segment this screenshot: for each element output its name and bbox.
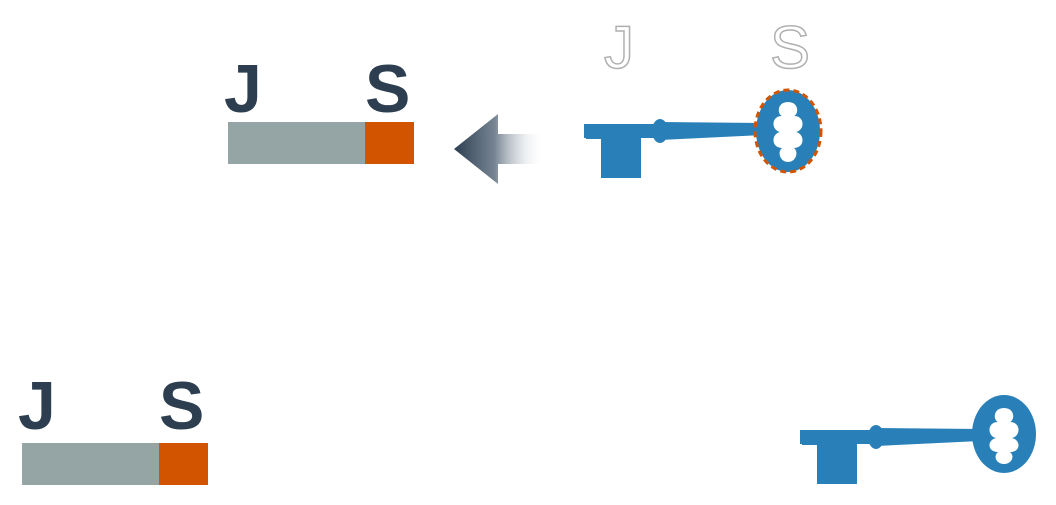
- skeleton-key-icon: [800, 395, 1036, 484]
- skeleton-key-icon: [584, 88, 823, 178]
- top-magnet-letter-left: J: [224, 51, 262, 127]
- bottom-magnet-bar-orange-segment: [159, 443, 208, 485]
- bottom-magnet-bar: [22, 443, 208, 485]
- top-magnet-bar-orange-segment: [365, 122, 414, 164]
- arrow-left-gradient-icon: [454, 114, 544, 184]
- top-magnet-letter-right: S: [365, 51, 411, 127]
- ghost-letter-left: J: [603, 14, 635, 81]
- top-magnet-bar: [228, 122, 414, 164]
- top-magnet-bar-gray-segment: [228, 122, 365, 164]
- bottom-magnet-letter-left: J: [18, 368, 56, 444]
- ghost-letter-right: S: [769, 14, 811, 81]
- bottom-magnet-bar-gray-segment: [22, 443, 159, 485]
- bottom-magnet-letter-right: S: [159, 368, 205, 444]
